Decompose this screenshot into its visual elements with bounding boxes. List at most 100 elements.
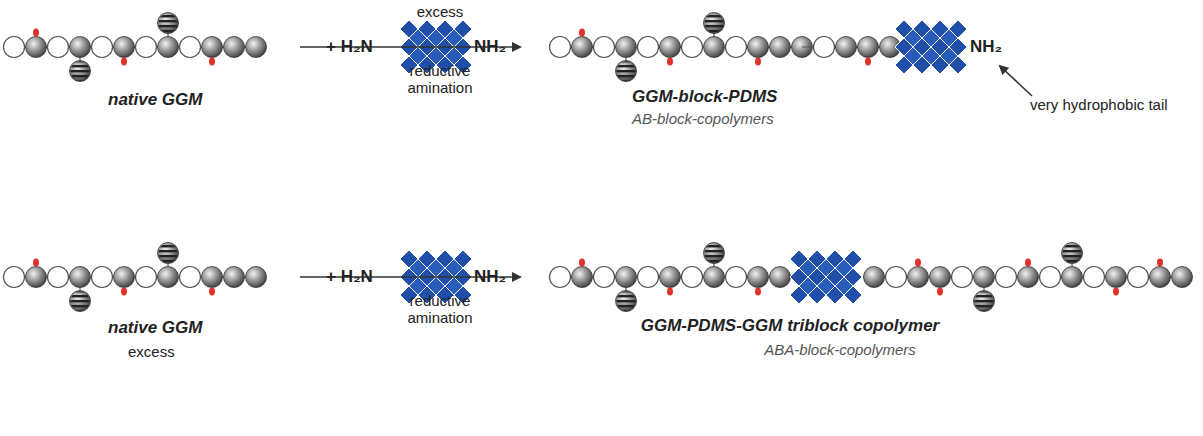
glucose-unit: [638, 37, 659, 58]
copolymer-type: AB-block-copolymers: [632, 110, 774, 127]
galactose-unit: [158, 243, 179, 264]
acetyl-group: [121, 58, 127, 66]
mannose-unit: [572, 267, 593, 288]
amine-group: + H₂N: [326, 267, 373, 287]
glucose-unit: [180, 37, 201, 58]
galactose-unit: [158, 13, 179, 34]
galactose-unit: [704, 243, 725, 264]
pdms-block: [904, 47, 922, 65]
galactose-stripes: [158, 243, 177, 262]
glucose-unit: [726, 37, 747, 58]
glucose-unit: [92, 267, 113, 288]
acetyl-group: [121, 288, 127, 296]
mannose-unit: [158, 37, 179, 58]
glucose-unit: [952, 267, 973, 288]
mannose-unit: [858, 37, 879, 58]
mannose-unit: [660, 267, 681, 288]
acetyl-group: [915, 259, 921, 267]
glucose-unit: [638, 267, 659, 288]
glucose-unit: [726, 267, 747, 288]
glucose-unit: [48, 37, 69, 58]
glucose-unit: [180, 267, 201, 288]
mannose-unit: [1018, 267, 1039, 288]
acetyl-group: [209, 288, 215, 296]
glucose-unit: [1084, 267, 1105, 288]
pdms-block: [799, 277, 817, 295]
glucose-unit: [550, 37, 571, 58]
mannose-unit: [202, 267, 223, 288]
acetyl-group: [667, 288, 673, 296]
mannose-unit: [224, 37, 245, 58]
galactose-unit: [70, 61, 91, 82]
mannose-unit: [616, 37, 637, 58]
mannose-unit: [770, 37, 791, 58]
mannose-unit: [864, 267, 885, 288]
compound-name: GGM-PDMS-GGM triblock copolymer: [641, 316, 939, 336]
glucose-unit: [996, 267, 1017, 288]
acetyl-group: [667, 58, 673, 66]
amine-group: + H₂N: [326, 37, 373, 57]
mannose-unit: [704, 267, 725, 288]
mannose-unit: [660, 37, 681, 58]
mannose-unit: [70, 267, 91, 288]
glucose-unit: [682, 37, 703, 58]
galactose-stripes: [704, 243, 723, 262]
pdms-block: [409, 29, 427, 47]
compound-name: GGM-block-PDMS: [632, 87, 777, 107]
amine-group: NH₂: [970, 37, 1002, 57]
annotation: very hydrophobic tail: [1030, 96, 1168, 113]
glucose-unit: [48, 267, 69, 288]
mannose-unit: [114, 37, 135, 58]
mannose-unit: [616, 267, 637, 288]
glucose-unit: [550, 267, 571, 288]
pdms-block: [427, 259, 445, 277]
copolymer-type: ABA-block-copolymers: [764, 341, 916, 358]
mannose-unit: [908, 267, 929, 288]
galactose-unit: [70, 291, 91, 312]
acetyl-group: [937, 288, 943, 296]
mannose-unit: [224, 267, 245, 288]
acetyl-group: [755, 288, 761, 296]
acetyl-group: [1025, 259, 1031, 267]
galactose-stripes: [1062, 243, 1081, 262]
glucose-unit: [594, 37, 615, 58]
galactose-stripes: [616, 291, 635, 310]
reaction-condition: reductive amination: [395, 292, 485, 327]
pdms-block: [922, 29, 940, 47]
acetyl-group: [33, 29, 39, 37]
mannose-unit: [202, 37, 223, 58]
glucose-unit: [1128, 267, 1149, 288]
galactose-unit: [1062, 243, 1083, 264]
mannose-unit: [770, 267, 791, 288]
glucose-unit: [136, 267, 157, 288]
pdms-block: [445, 259, 463, 277]
mannose-unit: [246, 37, 267, 58]
glucose-unit: [4, 267, 25, 288]
pdms-block: [445, 29, 463, 47]
pdms-block: [904, 29, 922, 47]
acetyl-group: [755, 58, 761, 66]
mannose-unit: [1062, 267, 1083, 288]
pdms-block: [427, 29, 445, 47]
glucose-unit: [136, 37, 157, 58]
galactose-stripes: [70, 291, 89, 310]
mannose-unit: [1106, 267, 1127, 288]
mannose-unit: [930, 267, 951, 288]
pdms-block: [940, 29, 958, 47]
mannose-unit: [1150, 267, 1171, 288]
mannose-unit: [974, 267, 995, 288]
mannose-unit: [572, 37, 593, 58]
galactose-unit: [616, 61, 637, 82]
excess-note: excess: [128, 343, 175, 360]
glucose-unit: [594, 267, 615, 288]
compound-name: native GGM: [108, 318, 202, 338]
mannose-unit: [114, 267, 135, 288]
excess-note: excess: [417, 3, 464, 20]
galactose-unit: [616, 291, 637, 312]
glucose-unit: [4, 37, 25, 58]
glucose-unit: [92, 37, 113, 58]
galactose-unit: [974, 291, 995, 312]
acetyl-group: [865, 58, 871, 66]
glucose-unit: [814, 37, 835, 58]
